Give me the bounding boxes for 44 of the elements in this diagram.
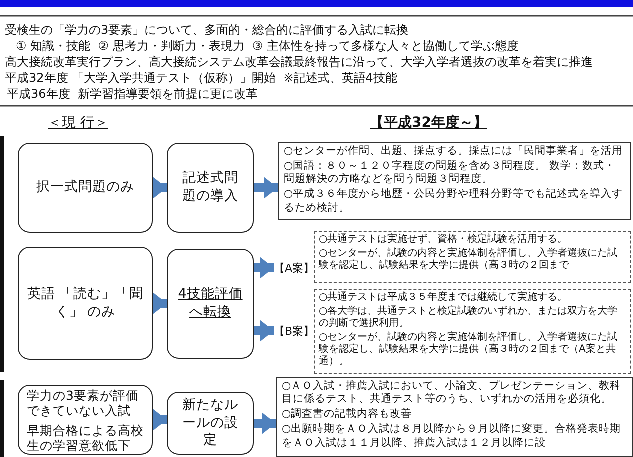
- box-text: ○ＡＯ入試・推薦入試において、小論文、プレゼンテーション、教科目に係るテスト、共通テスト等のうち、いずれかの活用を必須化。: [282, 380, 622, 406]
- block-arrow: [254, 177, 278, 199]
- summary-text: 高大接続改革実行プラン、高大接続システム改革会議最終報告に沿って、大学入学者選抜の改革を着実に推進: [5, 54, 593, 71]
- summary-text: 受検生の「学力の3要素」について、多面的・総合的に評価する入試に転換: [5, 22, 409, 39]
- summary-text: ① 知識・技能 ② 思考力・判断力・表現力 ③ 主体性を持って多様な人々と協働して学ぶ態度: [16, 38, 519, 55]
- block-arrow: [153, 292, 167, 314]
- box-text: 記述式問題の導入: [182, 170, 240, 206]
- process-box: [18, 247, 153, 360]
- option-label: 【B案】: [274, 324, 316, 338]
- process-box: [167, 143, 254, 233]
- process-box: [167, 392, 254, 455]
- column-heading: 【平成32年度～】: [370, 114, 488, 132]
- box-text: ○国語：８０～１２０字程度の問題を含め３問程度。 数学：数式・問題解決の方略などを問う問題３問程度。: [284, 160, 616, 186]
- box-text: 択一式問題のみ: [36, 179, 134, 197]
- process-box: [167, 249, 254, 359]
- column-heading: ＜現 行＞: [48, 114, 108, 132]
- box-text: ○平成３６年度から地歴・公民分野や理科分野等でも記述式を導入するため検討。: [284, 188, 624, 215]
- block-arrow: [254, 412, 276, 434]
- box-text: ○出願時期をＡＯ入試は８月以降から９月以降に変更。合格発表時期をＡＯ入試は１１月以降、推薦入試は１２月以降に設: [282, 423, 622, 450]
- block-arrow: [153, 177, 167, 199]
- option-label: 【A案】: [274, 260, 316, 276]
- block-arrow: [254, 257, 274, 279]
- box-text: ○共通テストは実施せず、資格・検定試験を活用する。: [319, 234, 569, 246]
- box-text: 英語 「読む」「聞く」 のみ: [27, 286, 144, 322]
- box-text: ○センターが、試験の内容と実施体制を評価し、入学者選抜にた試験を認定し、試験結果を大学に提供（高３時の２回まで（A案と共通）。: [319, 332, 619, 368]
- process-box: [18, 143, 153, 233]
- summary-text: 平成36年度 新学習指導要領を前提に更に改革: [7, 86, 258, 103]
- summary-text: 平成32年度 「大学入学共通テスト（仮称）」開始 ※記述式、英語4技能: [5, 70, 398, 87]
- box-text: ○センターが作問、出題、採点する。採点には「民間事業者」を活用: [284, 145, 624, 158]
- block-arrow: [254, 320, 274, 342]
- block-arrow: [153, 409, 167, 431]
- box-text: ○共通テストは平成３５年度までは継続して実施する。: [319, 292, 569, 304]
- box-text: 学力の3要素が評価できていない入試: [27, 388, 140, 418]
- process-box: [18, 385, 153, 455]
- proposal-box: [314, 289, 631, 374]
- detail-box: [278, 142, 631, 220]
- box-text: 新たなルールの設定: [182, 397, 240, 450]
- box-text: ○調査書の記載内容も改善: [282, 408, 414, 422]
- detail-box: [276, 377, 633, 457]
- box-text: ○各大学は、共通テストと検定試験のいずれか、または双方を大学の判断で選択利用。: [319, 306, 619, 330]
- proposal-box: [314, 231, 631, 283]
- box-text: 4技能評価へ転換: [177, 286, 244, 322]
- box-text: 早期合格による高校生の学習意欲低下: [27, 422, 144, 452]
- box-text: ○センターが、試験の内容と実施体制を評価し、入学者選抜にた試験を認定し、試験結果を大学に提供（高３時の２回まで: [319, 248, 619, 272]
